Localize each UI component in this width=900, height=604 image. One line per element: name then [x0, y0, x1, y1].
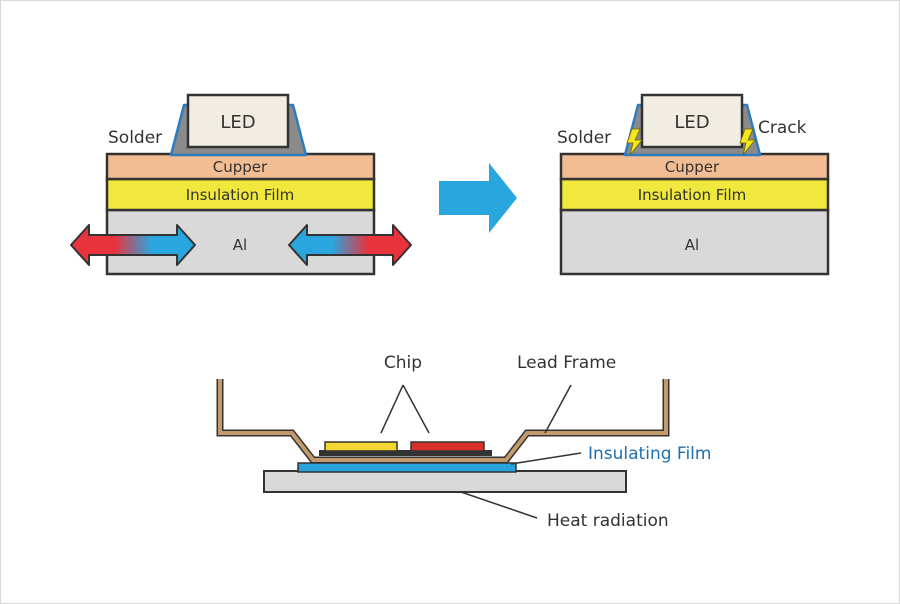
right-stack: LED Solder Crack Cupper Insulation Film … [557, 93, 830, 276]
package-diagram: Chip Lead Frame Insulating Film Heat rad… [216, 353, 711, 531]
chip-leader-left [380, 384, 404, 434]
left-crack-icon [626, 128, 643, 156]
left-insulation-label: Insulation Film [186, 186, 295, 204]
left-solder-label: Solder [108, 128, 162, 148]
left-insulation-layer [105, 177, 376, 212]
left-al-label: Al [233, 236, 247, 254]
right-solder-label: Solder [557, 128, 611, 148]
insulating-film-leader [510, 452, 582, 465]
heat-radiation-leader [460, 491, 538, 519]
right-al-layer [559, 208, 830, 276]
right-led-label: LED [674, 112, 709, 133]
lead-frame-inner [218, 379, 668, 462]
left-copper-label: Cupper [213, 158, 268, 176]
heat-radiation-label: Heat radiation [547, 511, 669, 531]
right-expansion-arrow [288, 224, 412, 266]
lead-frame-label: Lead Frame [517, 353, 616, 373]
insulating-film-label: Insulating Film [588, 444, 711, 464]
left-stack: LED Solder Cupper Insulation Film Al [70, 93, 412, 276]
chip-red [410, 441, 485, 452]
die-pad [319, 450, 492, 456]
transition-arrow [439, 163, 517, 233]
left-led-label: LED [220, 112, 255, 133]
right-led-body [640, 93, 744, 149]
left-expansion-arrow [70, 224, 196, 266]
chip-label: Chip [384, 353, 422, 373]
lead-frame-leader [544, 384, 572, 434]
left-led-body [186, 93, 290, 149]
insulating-film-layer [297, 462, 517, 473]
chip-leader-right [402, 384, 430, 434]
right-insulation-label: Insulation Film [638, 186, 747, 204]
right-al-label: Al [685, 236, 699, 254]
heat-radiation-plate [263, 470, 627, 493]
right-crack-icon [739, 128, 756, 156]
chip-yellow [324, 441, 398, 452]
right-copper-label: Cupper [665, 158, 720, 176]
crack-label: Crack [758, 118, 807, 138]
